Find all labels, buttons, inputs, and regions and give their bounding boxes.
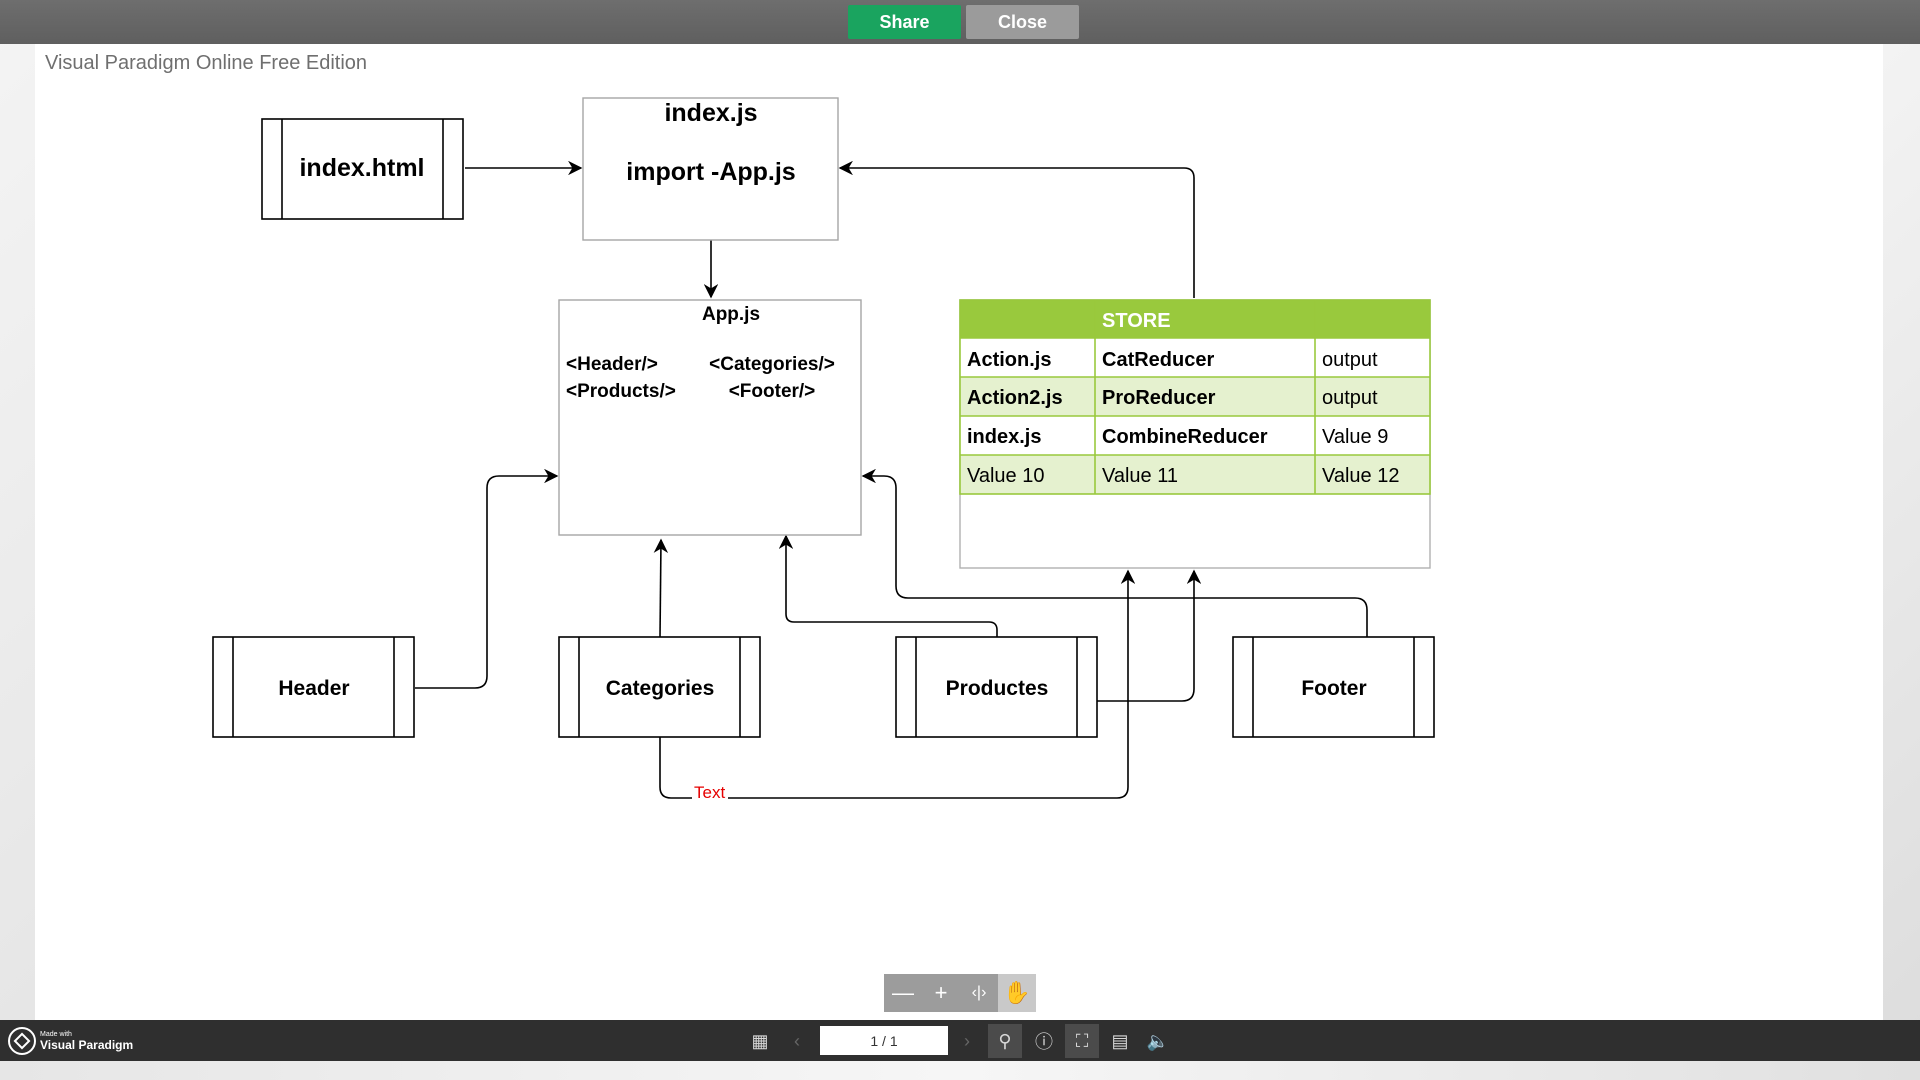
zoom-in-icon[interactable]: + bbox=[934, 980, 948, 1005]
footer-box-label: Footer bbox=[1301, 677, 1366, 700]
store-cell: Value 12 bbox=[1322, 465, 1399, 487]
app-js-footer: <Footer/> bbox=[729, 381, 816, 402]
header-box-label: Header bbox=[278, 677, 349, 700]
store-cell: index.js bbox=[967, 426, 1041, 448]
zoom-icon[interactable]: ⚲ bbox=[988, 1024, 1022, 1058]
index-js-box: index.js import -App.js bbox=[582, 97, 839, 241]
connector-categories-appjs bbox=[653, 538, 669, 638]
next-page-icon[interactable]: › bbox=[964, 1030, 970, 1051]
productes-box-label: Productes bbox=[946, 677, 1049, 700]
previous-page-icon[interactable]: ‹ bbox=[794, 1030, 800, 1051]
sound-icon[interactable]: 🔈 bbox=[1146, 1030, 1170, 1051]
app-js-header: <Header/> bbox=[566, 354, 658, 375]
fit-width-icon[interactable]: ‹|› bbox=[971, 984, 987, 1001]
store-cell: ProReducer bbox=[1102, 387, 1216, 409]
productes-box: Productes bbox=[895, 636, 1098, 738]
index-js-import: import -App.js bbox=[626, 158, 795, 186]
logo-mark-icon bbox=[8, 1027, 36, 1055]
share-button[interactable]: Share bbox=[848, 5, 961, 39]
edition-label: Visual Paradigm Online Free Edition bbox=[45, 52, 368, 74]
book-view-icon[interactable]: ▤ bbox=[1111, 1030, 1129, 1051]
store-cell: Value 10 bbox=[967, 465, 1044, 487]
connector-categories-store bbox=[659, 569, 1136, 799]
index-js-title: index.js bbox=[664, 99, 757, 127]
connector-footer-appjs bbox=[861, 468, 1368, 637]
logo-small-text: Made with bbox=[40, 1030, 72, 1038]
categories-box: Categories bbox=[558, 636, 761, 738]
categories-box-label: Categories bbox=[606, 677, 715, 700]
app-js-categories: <Categories/> bbox=[709, 354, 835, 375]
connector-store-indexjs bbox=[838, 160, 1195, 298]
connector-productes-appjs bbox=[778, 534, 998, 637]
connector-text-label: Text bbox=[694, 783, 725, 802]
store-cell: Value 11 bbox=[1102, 465, 1178, 487]
hand-icon[interactable]: ✋ bbox=[998, 974, 1036, 1012]
index-html-label: index.html bbox=[299, 154, 424, 182]
store-cell: Value 9 bbox=[1322, 426, 1388, 448]
footer-box: Footer bbox=[1232, 636, 1435, 738]
page-indicator[interactable]: 1 / 1 bbox=[820, 1026, 948, 1055]
index-html-box: index.html bbox=[261, 118, 464, 220]
app-js-title: App.js bbox=[702, 304, 760, 325]
header-box: Header bbox=[212, 636, 415, 738]
thumbnails-icon[interactable]: ▦ bbox=[751, 1030, 769, 1051]
info-icon[interactable]: ⓘ bbox=[1035, 1032, 1053, 1052]
store-table: STORE Action.js CatReducer output Action… bbox=[959, 299, 1431, 569]
app-js-products: <Products/> bbox=[566, 381, 676, 402]
store-title: STORE bbox=[1102, 310, 1171, 332]
footer-strip bbox=[0, 1061, 1920, 1080]
bottom-bar: Made with Visual Paradigm ▦ ‹ 1 / 1 › ⚲ … bbox=[0, 1020, 1920, 1061]
logo-big-text: Visual Paradigm bbox=[40, 1037, 134, 1052]
store-cell: Action2.js bbox=[967, 387, 1063, 409]
store-cell: CatReducer bbox=[1102, 349, 1214, 371]
store-cell: output bbox=[1322, 349, 1378, 371]
zoom-out-icon[interactable]: — bbox=[892, 980, 914, 1005]
app-js-box: App.js <Header/> <Products/> <Categories… bbox=[558, 299, 862, 536]
connector-header-appjs bbox=[415, 468, 559, 689]
top-bar: Share Close bbox=[0, 0, 1920, 44]
store-cell: Action.js bbox=[967, 349, 1051, 371]
store-cell: output bbox=[1322, 387, 1378, 409]
visual-paradigm-logo[interactable]: Made with Visual Paradigm bbox=[8, 1025, 133, 1057]
fullscreen-icon[interactable]: ⛶ bbox=[1065, 1024, 1099, 1058]
zoom-controls: — + ‹|› ✋ bbox=[884, 974, 1036, 1012]
store-cell: CombineReducer bbox=[1102, 426, 1268, 448]
connector-productes-store bbox=[1097, 569, 1202, 702]
close-button[interactable]: Close bbox=[966, 5, 1079, 39]
